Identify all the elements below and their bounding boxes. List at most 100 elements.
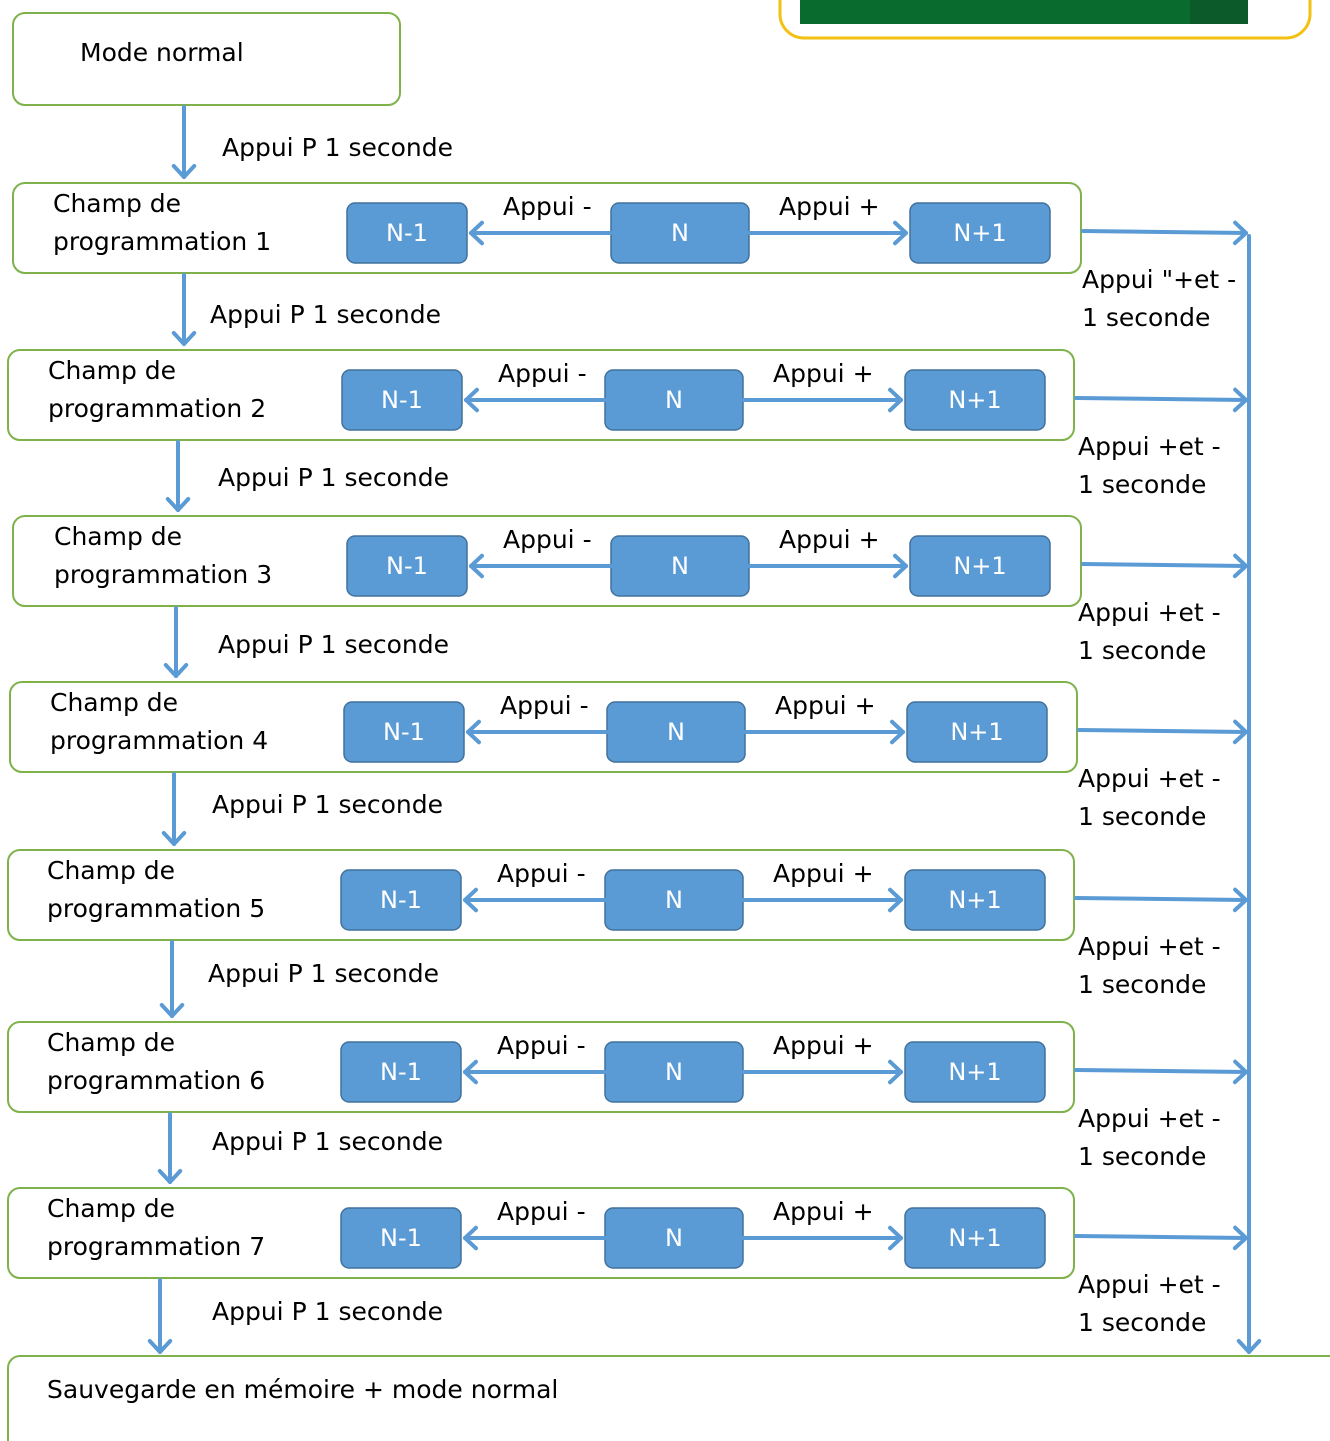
plus-label-7: Appui + [773,1197,874,1226]
field-box-4 [9,681,1078,773]
start-label: Mode normal [80,38,244,67]
step-label-8: Appui P 1 seconde [212,1297,443,1326]
exit-arrow-6 [1074,1059,1248,1085]
plus-label-6: Appui + [773,1031,874,1060]
value-box-minus-5 [340,869,462,931]
plus-label-1: Appui + [779,192,880,221]
side-label-2: Appui +et - 1 seconde [1078,432,1221,499]
field-label-1: Champ de programmation 1 [53,189,272,256]
minus-arrow-1 [469,220,613,246]
value-box-plus-5 [904,869,1046,931]
plus-arrow-4 [743,719,905,745]
minus-arrow-3 [469,553,613,579]
step-label-2: Appui P 1 seconde [210,300,441,329]
value-box-current-1 [610,202,750,264]
minus-label-1: Appui - [503,192,592,221]
value-box-plus-6 [904,1041,1046,1103]
minus-label-7: Appui - [497,1197,586,1226]
end-label: Sauvegarde en mémoire + mode normal [47,1375,559,1404]
value-box-plus-3 [909,535,1051,597]
minus-label-4: Appui - [500,691,589,720]
plus-arrow-3 [747,553,908,579]
field-label-4: Champ de programmation 4 [50,688,269,755]
step-label-3: Appui P 1 seconde [218,463,449,492]
side-label-4: Appui +et - 1 seconde [1078,764,1221,831]
minus-arrow-4 [466,719,609,745]
value-box-current-3 [610,535,750,597]
field-label-7: Champ de programmation 7 [47,1194,266,1261]
field-label-2: Champ de programmation 2 [48,356,267,423]
value-box-current-4 [606,701,746,763]
step-label-4: Appui P 1 seconde [218,630,449,659]
field-label-5: Champ de programmation 5 [47,856,266,923]
start-box [12,12,401,106]
plus-label-2: Appui + [773,359,874,388]
field-box-5 [7,849,1075,941]
side-label-7: Appui +et - 1 seconde [1078,1270,1221,1337]
step-arrow-4 [163,606,189,678]
field-box-6 [7,1021,1075,1113]
plus-label-3: Appui + [779,525,880,554]
step-label-1: Appui P 1 seconde [222,133,453,162]
plus-arrow-6 [741,1059,903,1085]
exit-arrow-2 [1074,387,1248,413]
value-box-plus-2 [904,369,1046,431]
minus-arrow-5 [463,887,607,913]
value-box-plus-7 [904,1207,1046,1269]
plus-arrow-5 [741,887,903,913]
step-arrow-8 [147,1278,173,1354]
minus-arrow-6 [463,1059,607,1085]
step-arrow-2 [171,273,197,346]
value-box-current-2 [604,369,744,431]
side-label-5: Appui +et - 1 seconde [1078,932,1221,999]
value-box-minus-2 [341,369,463,431]
value-box-plus-1 [909,202,1051,264]
exit-arrow-7 [1074,1225,1248,1251]
step-arrow-3 [165,440,191,512]
field-label-3: Champ de programmation 3 [54,522,273,589]
value-box-minus-4 [343,701,465,763]
rail-arrow [1236,234,1262,1354]
exit-arrow-4 [1077,719,1248,745]
minus-arrow-2 [464,387,607,413]
value-box-current-5 [604,869,744,931]
side-label-1: Appui "+et - 1 seconde [1082,265,1237,332]
side-label-3: Appui +et - 1 seconde [1078,598,1221,665]
plus-label-5: Appui + [773,859,874,888]
minus-label-5: Appui - [497,859,586,888]
field-box-7 [7,1187,1075,1279]
value-box-current-6 [604,1041,744,1103]
step-arrow-6 [159,940,185,1018]
minus-label-6: Appui - [497,1031,586,1060]
plus-arrow-7 [741,1225,903,1251]
value-box-current-7 [604,1207,744,1269]
plus-label-4: Appui + [775,691,876,720]
value-box-minus-1 [346,202,468,264]
step-label-6: Appui P 1 seconde [208,959,439,988]
plus-arrow-2 [741,387,903,413]
step-label-5: Appui P 1 seconde [212,790,443,819]
step-arrow-5 [161,772,187,846]
field-box-2 [7,349,1075,441]
step-label-7: Appui P 1 seconde [212,1127,443,1156]
end-box [7,1355,1330,1441]
step-arrow-1 [171,105,197,179]
photo-image [800,0,1248,24]
field-box-1 [12,182,1082,274]
plus-arrow-1 [747,220,908,246]
value-box-minus-3 [346,535,468,597]
value-box-minus-6 [340,1041,462,1103]
value-box-plus-4 [906,701,1048,763]
exit-arrow-5 [1074,887,1248,913]
field-box-3 [12,515,1082,607]
step-arrow-7 [157,1112,183,1184]
side-label-6: Appui +et - 1 seconde [1078,1104,1221,1171]
exit-arrow-1 [1081,220,1248,246]
minus-label-2: Appui - [498,359,587,388]
exit-arrow-3 [1081,553,1248,579]
minus-arrow-7 [463,1225,607,1251]
value-box-minus-7 [340,1207,462,1269]
field-label-6: Champ de programmation 6 [47,1028,266,1095]
